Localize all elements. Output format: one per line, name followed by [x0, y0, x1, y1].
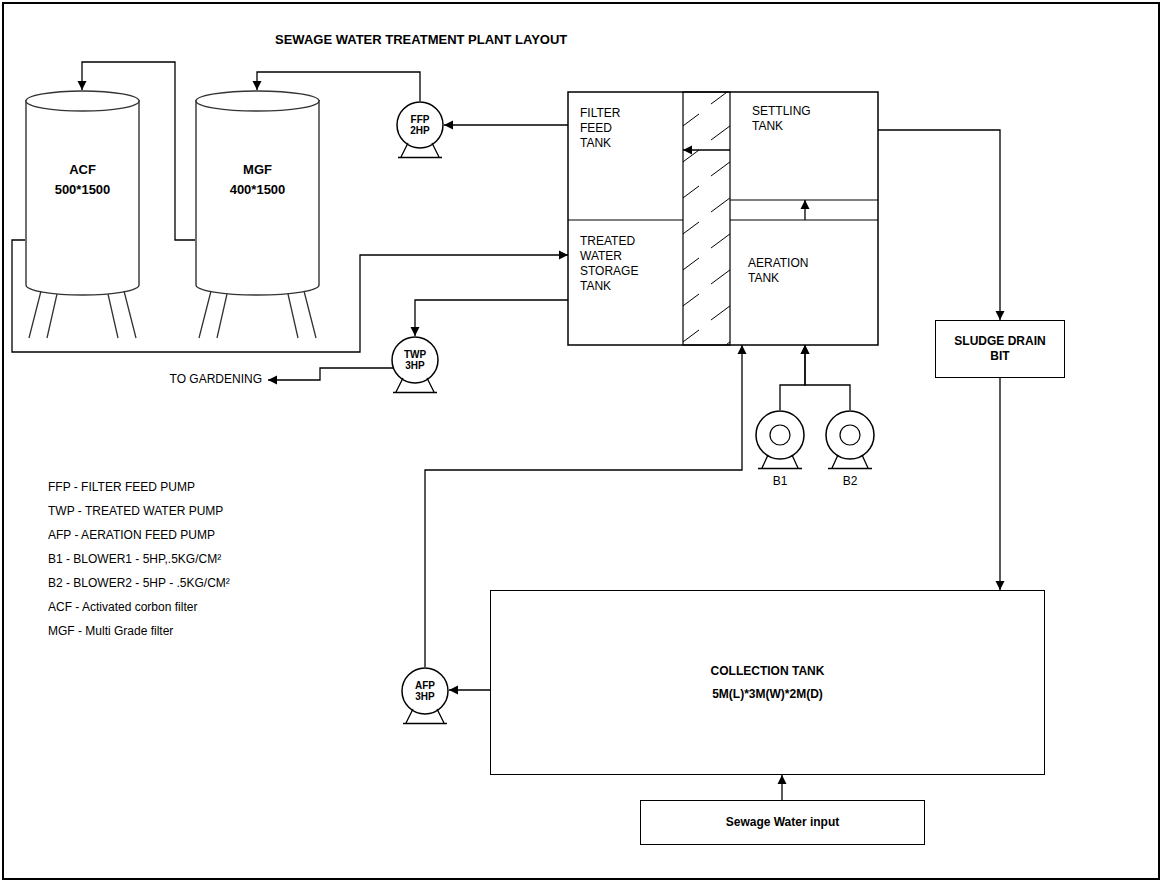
blower-symbol	[825, 410, 875, 470]
pipe-connector	[805, 345, 850, 410]
pipe-connector	[683, 149, 730, 150]
box-text: COLLECTION TANK	[711, 664, 825, 679]
vessel-label: ACF	[25, 162, 140, 178]
vessel-label: 500*1500	[25, 182, 140, 198]
pipe-connector	[781, 775, 782, 800]
vessel-legs	[29, 291, 136, 338]
tank-divider	[730, 219, 878, 220]
blower: B1	[755, 410, 805, 470]
vessel-body	[26, 100, 139, 295]
pump: FFP 2HP	[396, 101, 444, 159]
vessel-label: 400*1500	[195, 182, 320, 198]
blower-impeller	[840, 425, 860, 445]
blower-symbol	[755, 410, 805, 470]
box-text: Sewage Water input	[726, 815, 840, 830]
pump-label: FFP 2HP	[402, 114, 438, 136]
blower-casing	[756, 411, 804, 459]
tank-compartment: SETTLING TANK	[730, 92, 878, 200]
process-box: Sewage Water input	[640, 800, 925, 845]
blower: B2	[825, 410, 875, 470]
pump-stand	[403, 709, 447, 724]
tank-divider	[730, 199, 878, 200]
vessel-top	[26, 91, 139, 111]
legend-text: B1 - BLOWER1 - 5HP,.5KG/CM²	[48, 552, 221, 567]
legend-text: AFP - AERATION FEED PUMP	[48, 528, 215, 543]
legend-text: TWP - TREATED WATER PUMP	[48, 504, 223, 519]
vessel-label: MGF	[195, 162, 320, 178]
filter-vessel: MGF 400*1500	[195, 90, 320, 340]
vessel-body	[196, 100, 319, 295]
pipe-connector	[780, 345, 805, 410]
pump-label: TWP 3HP	[397, 349, 433, 371]
pump: AFP 3HP	[401, 667, 449, 725]
box-text: 5M(L)*3M(W)*2M(D)	[712, 687, 823, 702]
blower-casing	[826, 411, 874, 459]
tank-block-outline	[568, 92, 878, 345]
pump-casing	[402, 668, 448, 714]
legend-text: MGF - Multi Grade filter	[48, 624, 173, 639]
filter-vessel: ACF 500*1500	[25, 90, 140, 340]
blower-impeller	[770, 425, 790, 445]
vessel-outline	[195, 90, 320, 340]
tank-compartment: FILTER FEED TANK	[568, 92, 683, 220]
blower-label: B1	[755, 474, 805, 489]
pump-casing	[392, 337, 438, 383]
pipe-connector	[415, 300, 568, 336]
diagram-title: SEWAGE WATER TREATMENT PLANT LAYOUT	[275, 32, 567, 48]
blower-label: B2	[825, 474, 875, 489]
vessel-legs	[199, 291, 316, 338]
blower-stand	[828, 455, 872, 469]
tank-label: FILTER FEED TANK	[580, 106, 634, 151]
page-border	[3, 3, 1159, 879]
pump-label: AFP 3HP	[407, 680, 443, 702]
tank-compartment: AERATION TANK	[730, 220, 878, 345]
pump: TWP 3HP	[391, 336, 439, 394]
pipe-connector	[449, 689, 490, 690]
vessel-top	[196, 91, 319, 111]
legend-text: FFP - FILTER FEED PUMP	[48, 480, 195, 495]
pipe-connector	[444, 124, 568, 125]
legend-text: B2 - BLOWER2 - 5HP - .5KG/CM²	[48, 576, 230, 591]
outlet-pipe	[268, 368, 393, 380]
pipe-connector	[804, 200, 805, 220]
process-box: COLLECTION TANK 5M(L)*3M(W)*2M(D)	[490, 590, 1045, 775]
pump-stand	[398, 143, 442, 158]
tank-label: AERATION TANK	[748, 256, 824, 286]
pump-casing	[397, 102, 443, 148]
box-text: SLUDGE DRAIN BIT	[952, 334, 1048, 364]
outlet-label: TO GARDENING	[170, 372, 262, 387]
tank-label: SETTLING TANK	[752, 104, 824, 134]
tank-divider	[568, 219, 683, 220]
legend-text: ACF - Activated corbon filter	[48, 600, 197, 615]
pump-stand	[393, 378, 437, 393]
blower-stand	[758, 455, 802, 469]
pipe-connector	[878, 130, 1000, 320]
process-box: SLUDGE DRAIN BIT	[935, 320, 1065, 378]
pipe-connector	[999, 378, 1000, 590]
tank-compartment: TREATED WATER STORAGE TANK	[568, 220, 683, 345]
hatched-wall	[683, 92, 730, 345]
tank-label: TREATED WATER STORAGE TANK	[580, 234, 646, 294]
vessel-outline	[25, 90, 140, 340]
